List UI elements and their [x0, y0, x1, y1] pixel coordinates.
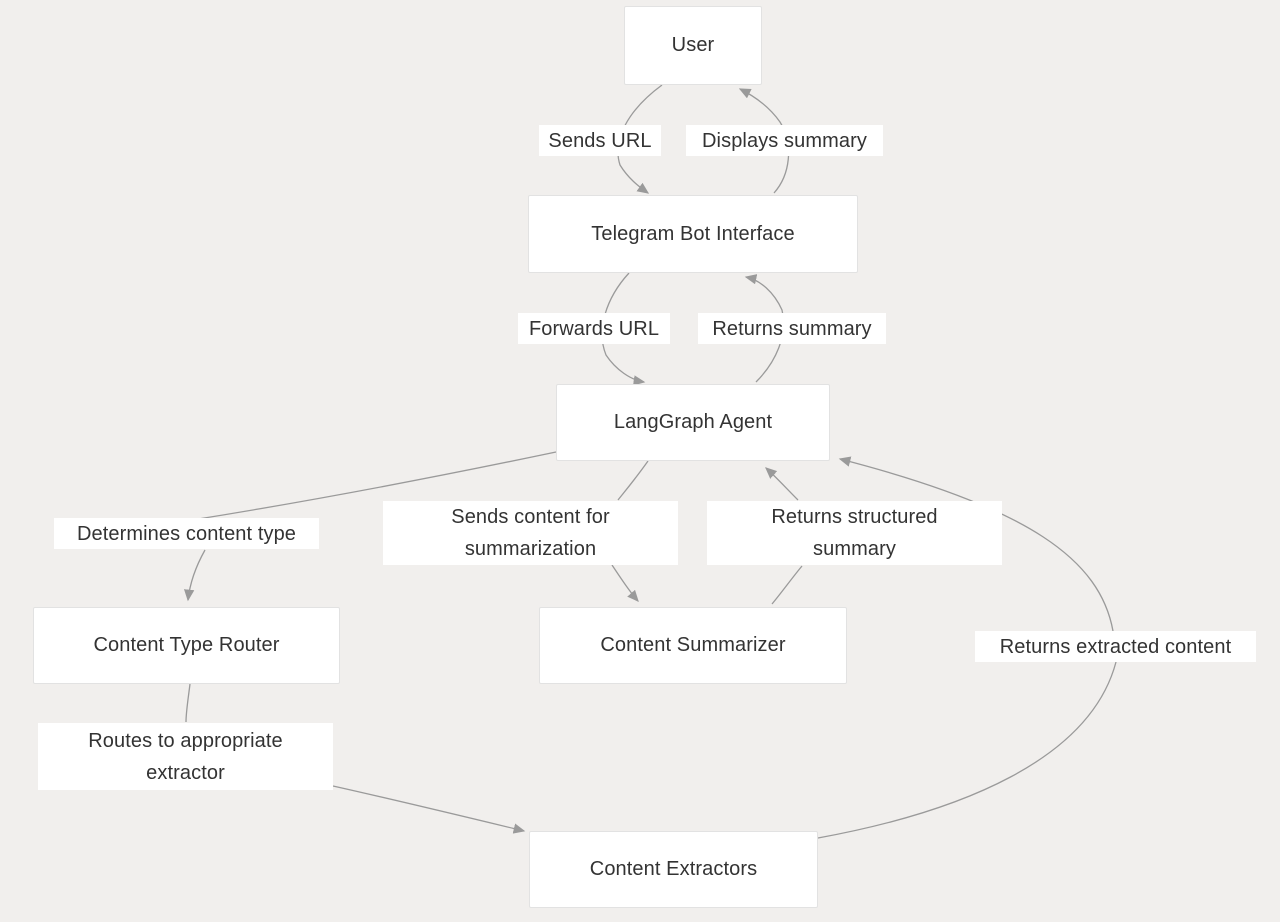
node-content-summarizer-label: Content Summarizer: [600, 634, 786, 656]
edge-langgraph-to-router-tail: [183, 549, 206, 602]
edge-label-forwards-url: Forwards URL: [518, 313, 670, 344]
edge-summarizer-to-langgraph-tail: [765, 467, 799, 501]
edge-label-returns-summary: Returns summary: [698, 313, 886, 344]
edge-label-returns-extracted-content: Returns extracted content: [975, 631, 1256, 662]
node-content-extractors-label: Content Extractors: [589, 858, 758, 880]
node-content-type-router-label: Content Type Router: [93, 634, 280, 656]
node-telegram-bot-interface-label: Telegram Bot Interface: [591, 222, 795, 245]
edge-langgraph-to-summarizer-tail: [611, 564, 639, 602]
node-content-extractors[interactable]: Content Extractors: [529, 831, 818, 908]
node-langgraph-agent-label: LangGraph Agent: [613, 411, 773, 433]
edge-langgraph-to-summarizer: [617, 460, 649, 501]
node-user-label: User: [671, 34, 715, 56]
edge-summarizer-to-langgraph: [771, 565, 803, 605]
edge-extractors-to-langgraph: [817, 661, 1117, 839]
edge-label-displays-summary: Displays summary: [686, 125, 883, 156]
node-user[interactable]: User: [624, 6, 762, 85]
node-telegram-bot-interface[interactable]: Telegram Bot Interface: [528, 195, 858, 273]
edge-label-sends-url: Sends URL: [539, 125, 661, 156]
node-content-summarizer[interactable]: Content Summarizer: [539, 607, 847, 684]
edge-router-to-extractors: [185, 683, 191, 723]
node-langgraph-agent[interactable]: LangGraph Agent: [556, 384, 830, 461]
edge-router-to-extractors-tail: [332, 785, 526, 834]
edge-label-returns-structured-summary: Returns structured summary: [707, 501, 1002, 565]
edge-label-routes-to-appropriate-extractor: Routes to appropriate extractor: [38, 723, 333, 790]
node-content-type-router[interactable]: Content Type Router: [33, 607, 340, 684]
edge-label-determines-content-type: Determines content type: [54, 518, 319, 549]
edge-label-sends-content-for-summarization: Sends content for summarization: [383, 501, 678, 565]
